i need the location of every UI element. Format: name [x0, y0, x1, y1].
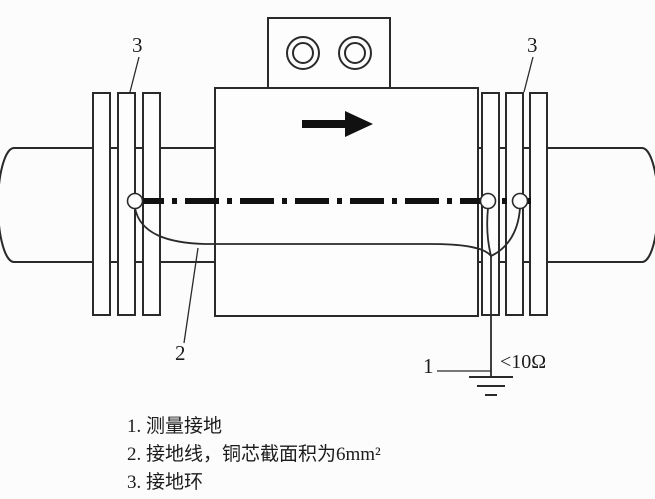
- callout-left-ring: 3: [132, 33, 143, 57]
- flange-left: [92, 92, 161, 316]
- cable-gland-right-inner-icon: [344, 42, 366, 64]
- legend-item-1: 1. 测量接地: [127, 415, 222, 437]
- junction-box: [267, 17, 391, 89]
- flow-arrow-icon: [302, 111, 373, 137]
- grounding-wire: [134, 207, 521, 377]
- leader-3-left: [129, 56, 140, 93]
- legend: 1. 测量接地 2. 接地线，铜芯截面积为6mm² 3. 接地环: [127, 415, 381, 493]
- ground-connection-points: [126, 192, 529, 210]
- legend-item-3: 3. 接地环: [127, 471, 203, 493]
- legend-item-2: 2. 接地线，铜芯截面积为6mm²: [127, 443, 381, 465]
- pipe-right: [478, 147, 655, 263]
- pipe-left: [0, 147, 215, 263]
- leader-lines: [129, 56, 534, 372]
- leader-3-right: [523, 56, 534, 93]
- leader-2: [183, 247, 199, 344]
- cable-gland-left-inner-icon: [292, 42, 314, 64]
- callout-ground-wire: 2: [175, 341, 186, 365]
- callout-right-ring: 3: [527, 33, 538, 57]
- callout-measure-ground: 1: [423, 354, 434, 378]
- earth-ground-icon: [469, 376, 513, 396]
- resistance-label: <10Ω: [500, 351, 546, 373]
